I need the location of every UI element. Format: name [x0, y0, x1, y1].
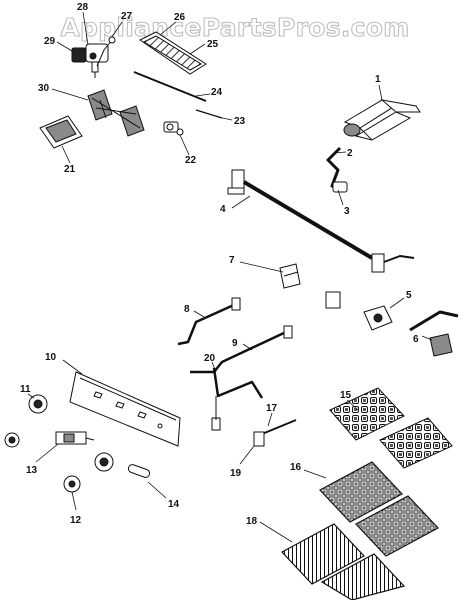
part-probe: [253, 419, 297, 447]
callout-25: 25: [207, 39, 219, 50]
part-valve-manifold: [55, 431, 95, 445]
callout-28: 28: [77, 2, 89, 13]
callout-13: 13: [26, 465, 38, 476]
part-heat-shield: [139, 31, 207, 75]
callout-17: 17: [266, 403, 278, 414]
callout-5: 5: [406, 290, 412, 301]
part-cooking-grid: [319, 461, 439, 557]
part-ignitor-switch: [325, 291, 393, 331]
part-wire-element-9: [190, 325, 293, 374]
part-wire-element-8: [177, 297, 241, 346]
part-rod-assembly: [227, 169, 415, 273]
callout-2: 2: [347, 148, 353, 159]
callout-20: 20: [204, 353, 216, 364]
callout-24: 24: [211, 87, 223, 98]
callout-29: 29: [44, 36, 56, 47]
callout-26: 26: [174, 12, 186, 23]
callout-27: 27: [121, 11, 133, 22]
callout-14: 14: [168, 499, 180, 510]
callout-7: 7: [229, 255, 235, 266]
part-briquette-grid: [329, 387, 453, 469]
part-control-knob: [28, 394, 48, 414]
callout-16: 16: [290, 462, 302, 473]
callout-10: 10: [45, 352, 57, 363]
callout-9: 9: [232, 338, 238, 349]
callout-18: 18: [246, 516, 258, 527]
watermark-text: AppliancePartsPros.com: [60, 13, 409, 42]
part-bracket: [279, 263, 301, 289]
callout-8: 8: [184, 304, 190, 315]
part-spit-rod: [133, 71, 207, 102]
part-spacer: [127, 464, 151, 478]
part-valve-tube: [326, 146, 348, 193]
callout-1: 1: [375, 74, 381, 85]
callout-30: 30: [38, 83, 50, 94]
part-clip: [163, 121, 184, 136]
part-spit-forks: [87, 89, 145, 137]
part-burner: [343, 99, 421, 141]
callout-15: 15: [340, 390, 352, 401]
callout-3: 3: [344, 206, 350, 217]
callout-22: 22: [185, 155, 197, 166]
callout-6: 6: [413, 334, 419, 345]
part-drip-tray: [39, 115, 83, 149]
part-control-panel: [69, 371, 181, 447]
callout-11: 11: [20, 384, 31, 395]
callout-19: 19: [230, 468, 242, 479]
part-grill-grate: [281, 523, 406, 600]
part-wire-20: [211, 367, 264, 431]
callout-23: 23: [234, 116, 246, 127]
part-gas-hose: [409, 310, 459, 357]
knob-set: [4, 432, 114, 493]
part-ignitor-module: [71, 36, 116, 78]
part-spit-rod-end: [195, 109, 223, 119]
callout-21: 21: [64, 164, 76, 175]
callout-4: 4: [220, 204, 226, 215]
callout-12: 12: [70, 515, 82, 526]
